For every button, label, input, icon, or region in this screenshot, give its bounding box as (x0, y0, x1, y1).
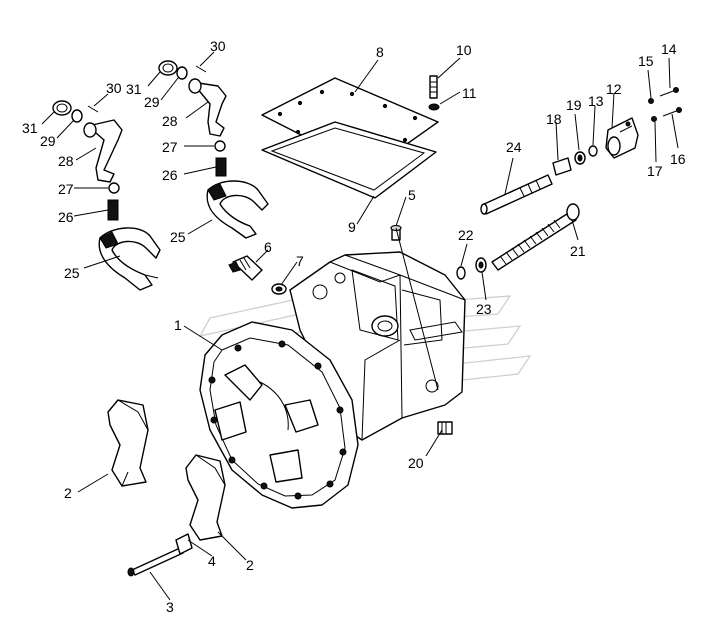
leader-lines (41, 51, 679, 601)
callout-labels: 1 2 2 3 4 5 6 7 8 9 10 11 12 13 14 15 16… (22, 38, 686, 615)
speed-sensor (228, 255, 263, 281)
shift-lever-lower (83, 119, 123, 183)
callout-24: 24 (506, 139, 522, 155)
detent-ball-lower (108, 182, 120, 194)
shaft-seal-ring (574, 151, 586, 165)
bolt-washer (428, 103, 440, 111)
pin-lower (87, 105, 99, 113)
mount-screw-upper (659, 87, 679, 97)
callout-28a: 28 (58, 153, 74, 169)
mount-washer-upper (648, 98, 654, 104)
callout-30b: 30 (210, 38, 226, 54)
spring-upper (215, 157, 227, 177)
callout-21: 21 (570, 243, 586, 259)
callout-27a: 27 (58, 181, 74, 197)
callout-31b: 31 (126, 81, 142, 97)
callout-27b: 27 (162, 139, 178, 155)
callout-4: 4 (208, 553, 216, 569)
callout-31a: 31 (22, 120, 38, 136)
callout-23: 23 (476, 301, 492, 317)
cover-bolt (429, 75, 438, 99)
callout-8: 8 (376, 44, 384, 60)
o-ring (588, 145, 598, 157)
callout-29b: 29 (144, 94, 160, 110)
callout-10: 10 (456, 42, 472, 58)
callout-26a: 26 (58, 209, 74, 225)
callout-13: 13 (588, 93, 604, 109)
breather-plug (390, 224, 402, 241)
callout-25b: 25 (170, 229, 186, 245)
clamp-half-left (107, 399, 149, 487)
callout-3: 3 (166, 599, 174, 615)
lock-plate (175, 533, 193, 555)
shift-fork-upper (206, 180, 269, 239)
o-ring-lower (71, 109, 83, 123)
mount-washer-lower (651, 116, 657, 122)
callout-18: 18 (546, 111, 562, 127)
o-ring-upper (176, 66, 188, 80)
shift-fork-lower (98, 227, 161, 291)
callout-11: 11 (462, 85, 477, 101)
callout-2b: 2 (246, 557, 254, 573)
callout-2a: 2 (64, 485, 72, 501)
callout-6: 6 (264, 239, 272, 255)
callout-16: 16 (670, 151, 686, 167)
oil-seal-upper (158, 60, 178, 76)
pin-upper (195, 65, 207, 73)
actuator-housing (605, 117, 639, 159)
sensor-seal (271, 283, 287, 295)
spring-lower (107, 199, 119, 221)
callout-1: 1 (174, 317, 182, 333)
retaining-ring (456, 266, 466, 280)
oil-seal-lower (52, 100, 72, 116)
callout-5: 5 (408, 187, 416, 203)
shaft-bushing (552, 157, 572, 176)
detent-ball-upper (214, 140, 226, 152)
callout-22: 22 (458, 227, 474, 243)
callout-26b: 26 (162, 167, 178, 183)
threaded-spring-shaft (491, 203, 580, 271)
callout-29a: 29 (40, 133, 56, 149)
cover-gasket (261, 121, 437, 199)
mount-screw-lower (662, 107, 682, 117)
shift-shaft (480, 174, 553, 215)
seal-washer (475, 257, 487, 273)
callout-7: 7 (296, 253, 304, 269)
callout-14: 14 (661, 41, 677, 57)
callout-28b: 28 (162, 113, 178, 129)
bell-housing-flange (199, 321, 359, 509)
callout-30a: 30 (106, 80, 122, 96)
callout-17: 17 (647, 163, 663, 179)
callout-25a: 25 (64, 265, 80, 281)
callout-12: 12 (606, 81, 622, 97)
clamp-bolt (127, 547, 184, 577)
callout-15: 15 (638, 53, 654, 69)
shift-lever-upper (188, 78, 227, 137)
callout-19: 19 (566, 97, 582, 113)
callout-9: 9 (348, 219, 356, 235)
callout-20: 20 (408, 455, 424, 471)
clamp-half-right (185, 454, 226, 541)
